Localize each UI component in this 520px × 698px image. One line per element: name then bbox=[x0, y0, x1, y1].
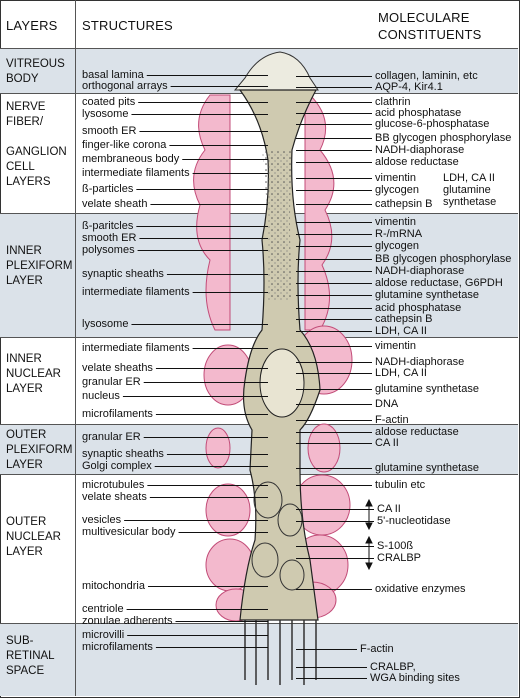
structure-label: microfilaments bbox=[82, 641, 153, 653]
structure-label: finger-like corona bbox=[82, 139, 167, 151]
molecule-label: oxidative enzymes bbox=[375, 583, 466, 595]
structure-label: mitochondria bbox=[82, 580, 145, 592]
structure-label: basal lamina bbox=[82, 69, 144, 81]
layer-column-divider bbox=[75, 0, 76, 696]
structure-label: zonulae adherents bbox=[82, 615, 173, 627]
structure-label: vesicles bbox=[82, 514, 122, 526]
molecule-label: glycogen bbox=[375, 240, 420, 252]
molecule-label: NADH-diaphorase bbox=[375, 265, 465, 277]
layer-outer-plexiform: OUTER PLEXIFORM LAYER bbox=[6, 429, 73, 471]
molecule-label: acid phosphatase bbox=[375, 302, 462, 314]
structure-label: smooth ER bbox=[82, 125, 137, 137]
structure-label: synaptic sheaths bbox=[82, 268, 164, 280]
molecule-label: vimentin bbox=[375, 216, 416, 228]
molecule-label: cathepsin B bbox=[375, 313, 433, 325]
header-molecular-1: MOLECULARE bbox=[378, 10, 470, 25]
structure-label: microfilaments bbox=[82, 408, 153, 420]
molecule-label: BB glycogen phosphorylase bbox=[375, 253, 512, 265]
structure-label: multivesicular body bbox=[82, 526, 176, 538]
molecule-label: CRALBP bbox=[377, 552, 422, 564]
molecule-label: synthetase bbox=[443, 196, 497, 208]
molecule-label: DNA bbox=[375, 398, 399, 410]
structure-label: ß-particles bbox=[82, 183, 134, 195]
layer-outer-nuclear: OUTER NUCLEAR LAYER bbox=[6, 516, 61, 558]
range-arrows bbox=[365, 498, 373, 571]
structure-label: granular ER bbox=[82, 431, 141, 443]
molecule-label: glucose-6-phosphatase bbox=[375, 118, 490, 130]
sep-2 bbox=[0, 213, 518, 214]
molecule-label: aldose reductase bbox=[375, 426, 459, 438]
molecule-label: NADH-diaphorase bbox=[375, 356, 465, 368]
structure-label: velate sheaths bbox=[82, 362, 153, 374]
molecule-label: glutamine bbox=[443, 184, 491, 196]
molecule-label: LDH, CA II bbox=[375, 367, 427, 379]
molecule-label: S-100ß bbox=[377, 540, 414, 552]
structure-label: velate sheats bbox=[82, 491, 147, 503]
microvilli-strokes bbox=[244, 620, 317, 685]
header-structures: STRUCTURES bbox=[82, 18, 173, 33]
header-layers: LAYERS bbox=[6, 18, 58, 33]
molecule-label: CRALBP, bbox=[370, 661, 416, 673]
structure-label: orthogonal arrays bbox=[82, 80, 168, 92]
molecule-label: glutamine synthetase bbox=[375, 289, 479, 301]
structure-label: intermediate filaments bbox=[82, 167, 190, 179]
molecule-label: clathrin bbox=[375, 96, 411, 108]
layer-inner-plexiform: INNER PLEXIFORM LAYER bbox=[6, 245, 73, 287]
molecule-label: 5'-nucleotidase bbox=[377, 515, 451, 527]
structure-label: velate sheath bbox=[82, 198, 148, 210]
structure-label: intermediate filaments bbox=[82, 286, 190, 298]
sep-header bbox=[0, 48, 518, 49]
molecule-label: glutamine synthetase bbox=[375, 383, 479, 395]
layer-vitreous: VITREOUS BODY bbox=[6, 58, 65, 85]
molecule-label: acid phosphatase bbox=[375, 107, 462, 119]
molecule-label: CA II bbox=[375, 437, 399, 449]
header-molecular-2: CONSTITUENTS bbox=[378, 27, 482, 42]
molecule-label: WGA binding sites bbox=[370, 672, 460, 684]
structure-label: lysosome bbox=[82, 318, 129, 330]
structure-label: ß-paritcles bbox=[82, 220, 134, 232]
molecule-label: glutamine synthetase bbox=[375, 462, 479, 474]
structure-label: coated pits bbox=[82, 96, 136, 108]
molecule-label: cathepsin B bbox=[375, 198, 433, 210]
molecule-label: aldose reductase bbox=[375, 156, 459, 168]
molecule-label: LDH, CA II bbox=[443, 172, 495, 184]
molecule-label: glycogen bbox=[375, 184, 420, 196]
layer-inner-nuclear: INNER NUCLEAR LAYER bbox=[6, 353, 61, 395]
molecule-label: F-actin bbox=[375, 414, 409, 426]
structure-label: smooth ER bbox=[82, 232, 137, 244]
structure-label: centriole bbox=[82, 603, 124, 615]
structure-label: synaptic sheaths bbox=[82, 448, 164, 460]
molecule-label: collagen, laminin, etc bbox=[375, 70, 478, 82]
structure-label: granular ER bbox=[82, 376, 141, 388]
layer-nerve-fiber: NERVE FIBER/ GANGLION CELL LAYERS bbox=[6, 101, 67, 188]
molecule-label: CA II bbox=[377, 503, 401, 515]
structure-label: membraneous body bbox=[82, 153, 180, 165]
molecule-label: NADH-diaphorase bbox=[375, 144, 465, 156]
structure-label: microtubules bbox=[82, 479, 145, 491]
molecule-label: R-/mRNA bbox=[375, 228, 423, 240]
structure-label: nucleus bbox=[82, 390, 120, 402]
sep-6 bbox=[0, 623, 518, 624]
molecule-label: vimentin bbox=[375, 340, 416, 352]
structure-label: Golgi complex bbox=[82, 460, 152, 472]
molecule-label: vimentin bbox=[375, 172, 416, 184]
structure-label: lysosome bbox=[82, 108, 129, 120]
molecule-label: LDH, CA II bbox=[375, 325, 427, 337]
molecule-label: F-actin bbox=[360, 643, 394, 655]
molecule-label: tubulin etc bbox=[375, 479, 426, 491]
molecule-label: aldose reductase, G6PDH bbox=[375, 277, 503, 289]
structure-label: polysomes bbox=[82, 244, 135, 256]
layer-subretinal: SUB- RETINAL SPACE bbox=[6, 635, 55, 677]
molecule-label: BB glycogen phosphorylase bbox=[375, 132, 512, 144]
structure-label: intermediate filaments bbox=[82, 342, 190, 354]
molecule-label: AQP-4, Kir4.1 bbox=[375, 81, 443, 93]
structure-label: microvilli bbox=[82, 629, 125, 641]
